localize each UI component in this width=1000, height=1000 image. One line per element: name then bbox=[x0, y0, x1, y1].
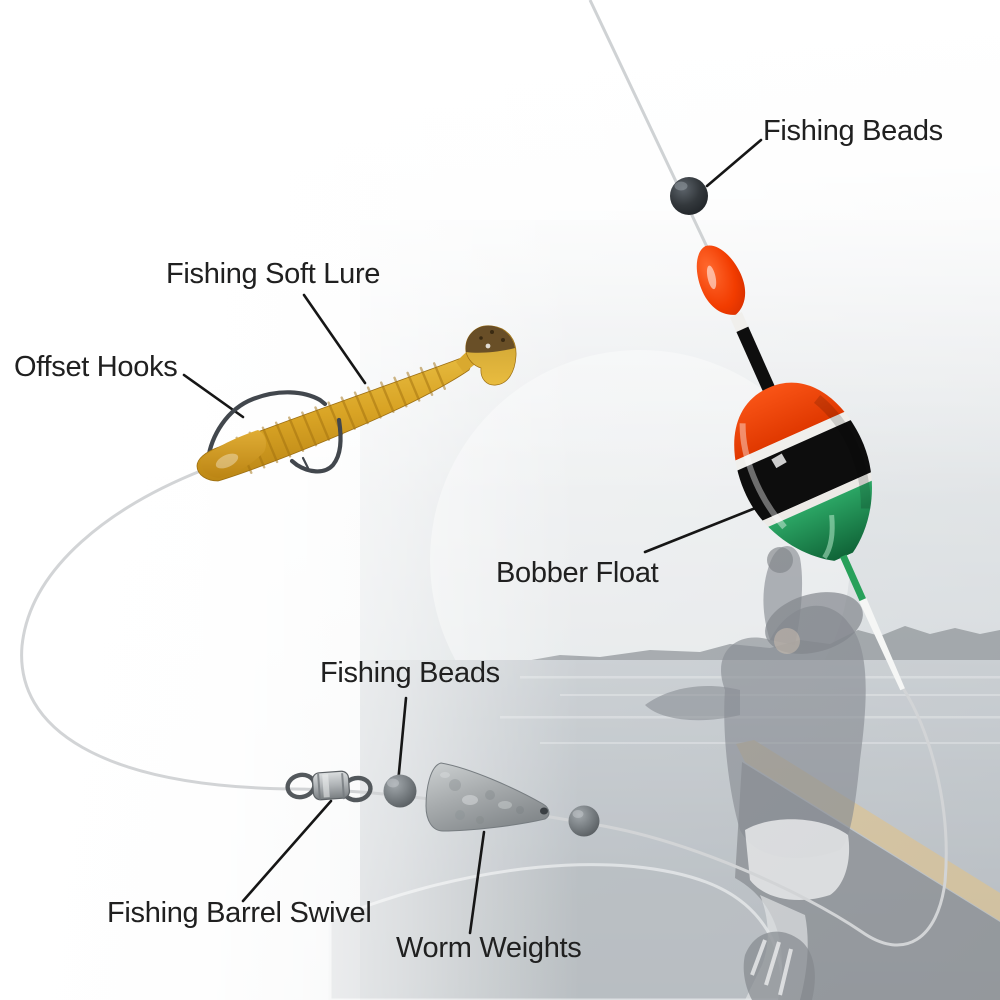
weight-line-hole bbox=[540, 807, 548, 815]
leader-bobber-float bbox=[643, 505, 760, 554]
leader-soft-lure bbox=[302, 293, 367, 385]
label-fishing-beads-bottom: Fishing Beads bbox=[320, 657, 500, 689]
hook-bend bbox=[205, 390, 328, 463]
body-glint bbox=[771, 453, 787, 469]
leader-fishing-beads-bottom bbox=[396, 696, 408, 785]
hook-barb bbox=[301, 456, 310, 470]
fishing-bead-right bbox=[568, 805, 600, 837]
lure-tail bbox=[456, 325, 517, 386]
tail-dark-top bbox=[465, 325, 515, 353]
label-offset-hooks: Offset Hooks bbox=[14, 351, 178, 383]
soft-lure bbox=[196, 325, 517, 482]
label-fishing-soft-lure: Fishing Soft Lure bbox=[166, 258, 381, 290]
bobber-float bbox=[696, 245, 905, 691]
leader-barrel-swivel bbox=[241, 799, 333, 903]
label-fishing-barrel-swivel: Fishing Barrel Swivel bbox=[107, 897, 372, 929]
label-fishing-beads-top: Fishing Beads bbox=[763, 115, 943, 147]
bobber-stem bbox=[736, 326, 776, 393]
label-worm-weights: Worm Weights bbox=[396, 932, 582, 964]
leader-worm-weights bbox=[468, 830, 486, 935]
barrel-swivel bbox=[285, 770, 373, 803]
worm-weight bbox=[425, 762, 550, 832]
bobber-top-knob bbox=[696, 245, 746, 315]
lure-head bbox=[200, 430, 266, 478]
leader-fishing-beads-top bbox=[705, 138, 763, 188]
lure-body bbox=[196, 356, 471, 482]
bobber-stem-white-band bbox=[729, 312, 749, 332]
label-bobber-float: Bobber Float bbox=[496, 557, 659, 589]
fishing-bead-left bbox=[383, 774, 417, 808]
body-gloss bbox=[739, 423, 787, 530]
bobber-bottom-stem-white bbox=[859, 598, 905, 691]
bead-highlight bbox=[387, 778, 399, 788]
hook-point bbox=[289, 417, 343, 474]
swivel-left-eye bbox=[285, 772, 317, 800]
tail-highlight bbox=[485, 343, 491, 349]
bead-highlight bbox=[572, 810, 584, 818]
fishing-bead-top bbox=[670, 177, 708, 215]
bobber-bottom-stem-green bbox=[840, 554, 866, 602]
swivel-barrel bbox=[311, 770, 350, 801]
lure-head-highlight bbox=[215, 453, 239, 469]
weight-mottle bbox=[440, 772, 524, 824]
bobber-body bbox=[709, 361, 903, 583]
bead-highlight bbox=[674, 181, 688, 191]
knob-highlight bbox=[706, 265, 717, 290]
